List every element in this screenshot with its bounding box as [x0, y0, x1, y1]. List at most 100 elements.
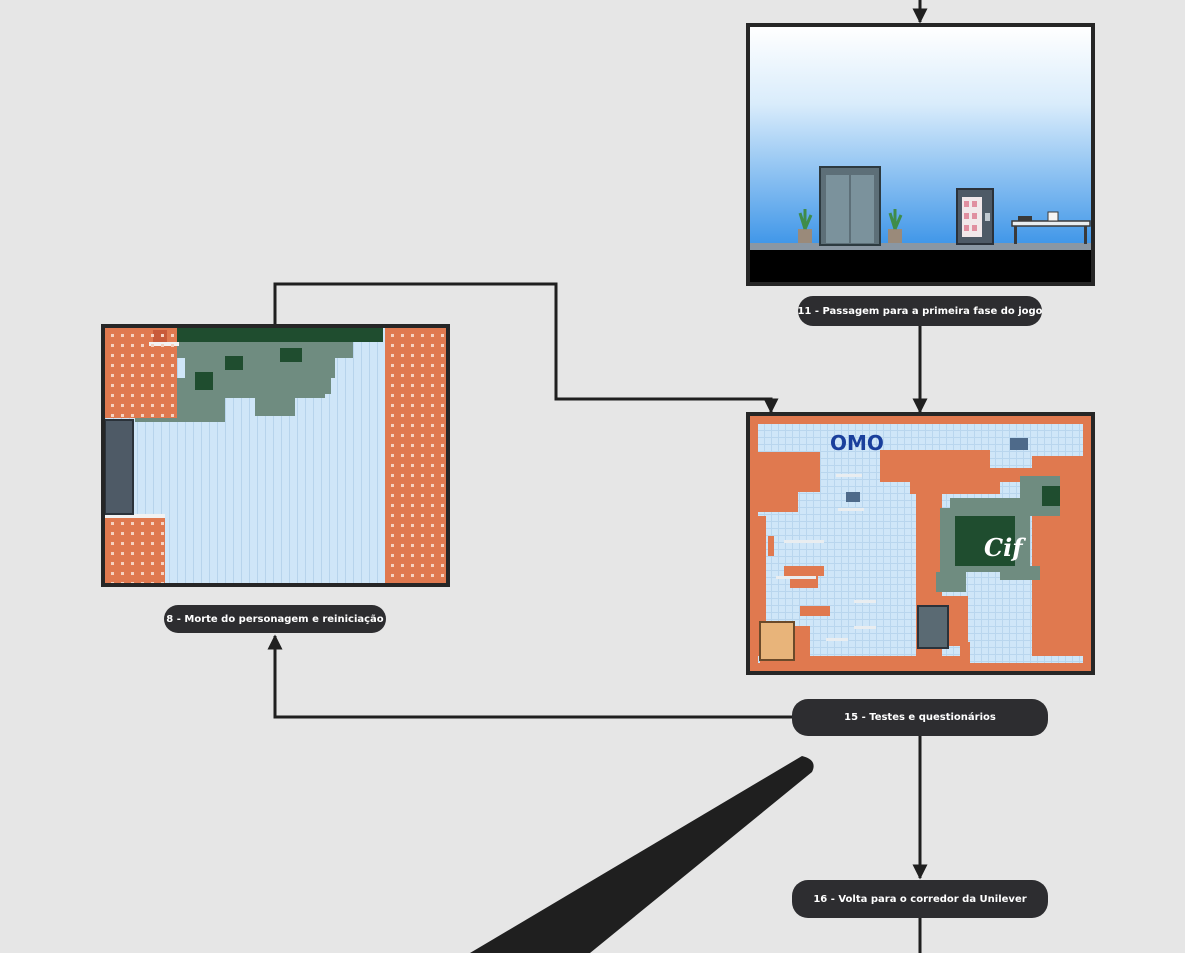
- brick-dot: [121, 394, 124, 397]
- brick-dot: [151, 522, 154, 525]
- brick-dot: [401, 404, 404, 407]
- brick-block: [810, 656, 960, 666]
- brick-dot: [161, 344, 164, 347]
- plant-right-icon: [888, 209, 903, 243]
- brick-dot: [401, 434, 404, 437]
- corridor-screenshot[interactable]: [746, 23, 1095, 286]
- brick-dot: [421, 394, 424, 397]
- brick-dot: [111, 522, 114, 525]
- level-map-screenshot[interactable]: OMO Cif: [746, 412, 1095, 675]
- grid-line: [848, 416, 849, 671]
- brick-dot: [141, 582, 144, 583]
- brick-dot: [441, 534, 444, 537]
- brick-dot: [111, 552, 114, 555]
- brick-dot: [411, 344, 414, 347]
- brick-dot: [441, 574, 444, 577]
- brick-dot: [401, 424, 404, 427]
- grid-line: [273, 328, 274, 583]
- brick-dot: [421, 464, 424, 467]
- brick-dot: [431, 534, 434, 537]
- brick-dot: [411, 414, 414, 417]
- grid-line: [806, 416, 807, 671]
- omo-logo: OMO: [830, 431, 884, 455]
- brick-dot: [111, 542, 114, 545]
- grid-line: [313, 328, 314, 583]
- node-testes[interactable]: 15 - Testes e questionários: [792, 699, 1048, 736]
- brick-dot: [391, 384, 394, 387]
- brick-dot: [161, 522, 164, 525]
- brick-dot: [111, 582, 114, 583]
- moss-block: [255, 398, 295, 416]
- office-desk: [1011, 211, 1091, 244]
- brick-dot: [421, 484, 424, 487]
- wooden-door: [759, 621, 795, 661]
- brick-dot: [111, 532, 114, 535]
- brick-dot: [401, 474, 404, 477]
- brick-dot: [161, 582, 164, 583]
- brick-dot: [161, 334, 164, 337]
- brick-dot: [151, 394, 154, 397]
- brick-dot: [131, 552, 134, 555]
- crate: [153, 330, 167, 342]
- brick-dot: [391, 484, 394, 487]
- brick-dot: [391, 334, 394, 337]
- brick-dot: [391, 464, 394, 467]
- moss-block: [955, 516, 1015, 566]
- grid-line: [883, 416, 884, 671]
- brick-dot: [131, 394, 134, 397]
- brick-dot: [431, 574, 434, 577]
- grid-line: [281, 328, 282, 583]
- node-volta[interactable]: 16 - Volta para o corredor da Unilever: [792, 880, 1048, 918]
- brick-dot: [441, 464, 444, 467]
- brick-dot: [441, 344, 444, 347]
- brick-dot: [411, 534, 414, 537]
- death-screenshot[interactable]: [101, 324, 450, 587]
- brick-dot: [431, 544, 434, 547]
- brick-dot: [431, 384, 434, 387]
- node-passagem[interactable]: 11 - Passagem para a primeira fase do jo…: [797, 296, 1043, 326]
- brick-dot: [391, 364, 394, 367]
- brick-dot: [391, 414, 394, 417]
- grid-line: [225, 328, 226, 583]
- grid-line: [289, 328, 290, 583]
- brick-dot: [401, 364, 404, 367]
- platform: [836, 474, 862, 477]
- brick-dot: [151, 532, 154, 535]
- brick-dot: [431, 464, 434, 467]
- grid-line: [876, 416, 877, 671]
- platform: [784, 540, 824, 543]
- cif-logo: Cif: [984, 533, 1026, 562]
- brick-dot: [431, 334, 434, 337]
- grid-line: [201, 328, 202, 583]
- brick-dot: [431, 494, 434, 497]
- brick-dot: [131, 354, 134, 357]
- brick-dot: [151, 364, 154, 367]
- brick-dot: [421, 384, 424, 387]
- brick-dot: [421, 544, 424, 547]
- brick-dot: [121, 404, 124, 407]
- brick-dot: [391, 494, 394, 497]
- brick-dot: [421, 424, 424, 427]
- brick-dot: [121, 562, 124, 565]
- brick-dot: [151, 334, 154, 337]
- grid-line: [353, 328, 354, 583]
- brick-dot: [441, 474, 444, 477]
- brick-dot: [141, 532, 144, 535]
- brick-dot: [121, 344, 124, 347]
- brick-dot: [401, 564, 404, 567]
- grid-line: [209, 328, 210, 583]
- brick-dot: [411, 474, 414, 477]
- brick-dot: [141, 542, 144, 545]
- brick-dot: [441, 444, 444, 447]
- brick-dot: [111, 394, 114, 397]
- brick-dot: [161, 404, 164, 407]
- brick-dot: [121, 384, 124, 387]
- node-morte[interactable]: 8 - Morte do personagem e reiniciação: [164, 605, 386, 633]
- brick-dot: [151, 562, 154, 565]
- brick-dot: [441, 544, 444, 547]
- brick-dot: [131, 582, 134, 583]
- platform: [776, 576, 816, 579]
- brick-dot: [391, 474, 394, 477]
- brick-dot: [391, 434, 394, 437]
